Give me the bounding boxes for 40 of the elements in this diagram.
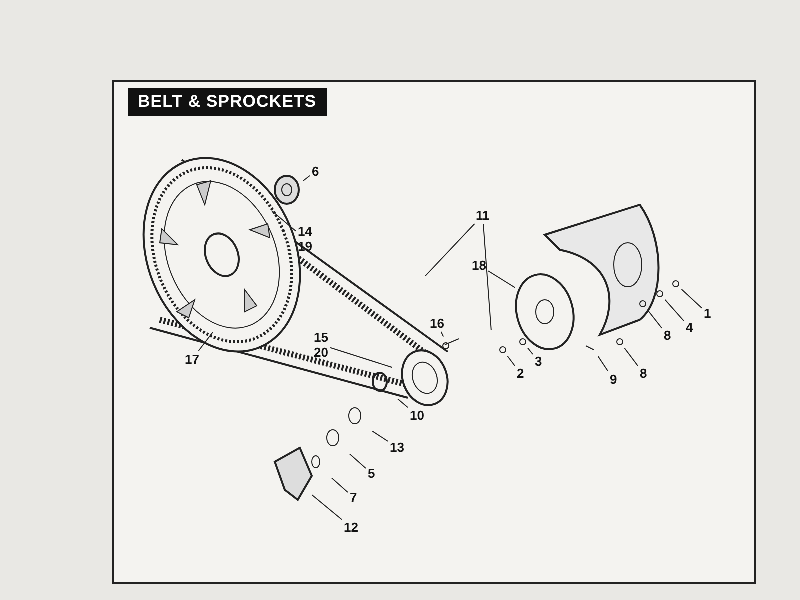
callout-number: 15 — [314, 330, 328, 345]
leader-line — [302, 175, 310, 182]
leader-line — [372, 430, 388, 442]
leader-line — [350, 454, 366, 469]
callout-number: 16 — [430, 316, 444, 331]
leader-line — [598, 356, 608, 372]
leader-line — [624, 348, 638, 366]
callout-number: 12 — [344, 520, 358, 535]
callout-number: 7 — [350, 490, 358, 505]
leader-line — [198, 332, 214, 352]
callout-number: 8 — [640, 366, 648, 381]
callout-number: 11 — [476, 208, 490, 223]
callout-number: 1 — [704, 306, 712, 321]
leader-line — [312, 494, 342, 520]
title-banner: BELT & SPROCKETS — [128, 88, 327, 116]
leader-line — [528, 348, 534, 355]
leader-line — [664, 300, 684, 322]
callout-number: 10 — [410, 408, 424, 423]
callout-number: 2 — [517, 366, 524, 381]
callout-number: 8 — [664, 328, 672, 343]
callout-number: 20 — [314, 345, 328, 360]
leader-line — [440, 332, 444, 338]
callout-number: 5 — [368, 466, 376, 481]
callout-number: 4 — [686, 320, 694, 335]
callout-number: 3 — [535, 354, 542, 369]
leader-line — [507, 356, 516, 366]
leader-line — [330, 347, 393, 368]
callout-number: 6 — [312, 164, 320, 179]
callout-number: 14 — [298, 224, 312, 239]
callout-number: 18 — [472, 258, 486, 273]
leader-line — [272, 210, 296, 232]
leader-line — [332, 478, 348, 493]
leader-line — [398, 398, 408, 408]
leader-line — [681, 289, 702, 309]
leader-line — [647, 310, 662, 329]
callout-number: 13 — [390, 440, 404, 455]
leader-line — [488, 270, 516, 288]
leader-line — [425, 224, 492, 330]
callout-number: 17 — [185, 352, 200, 367]
callout-number: 9 — [610, 372, 618, 387]
